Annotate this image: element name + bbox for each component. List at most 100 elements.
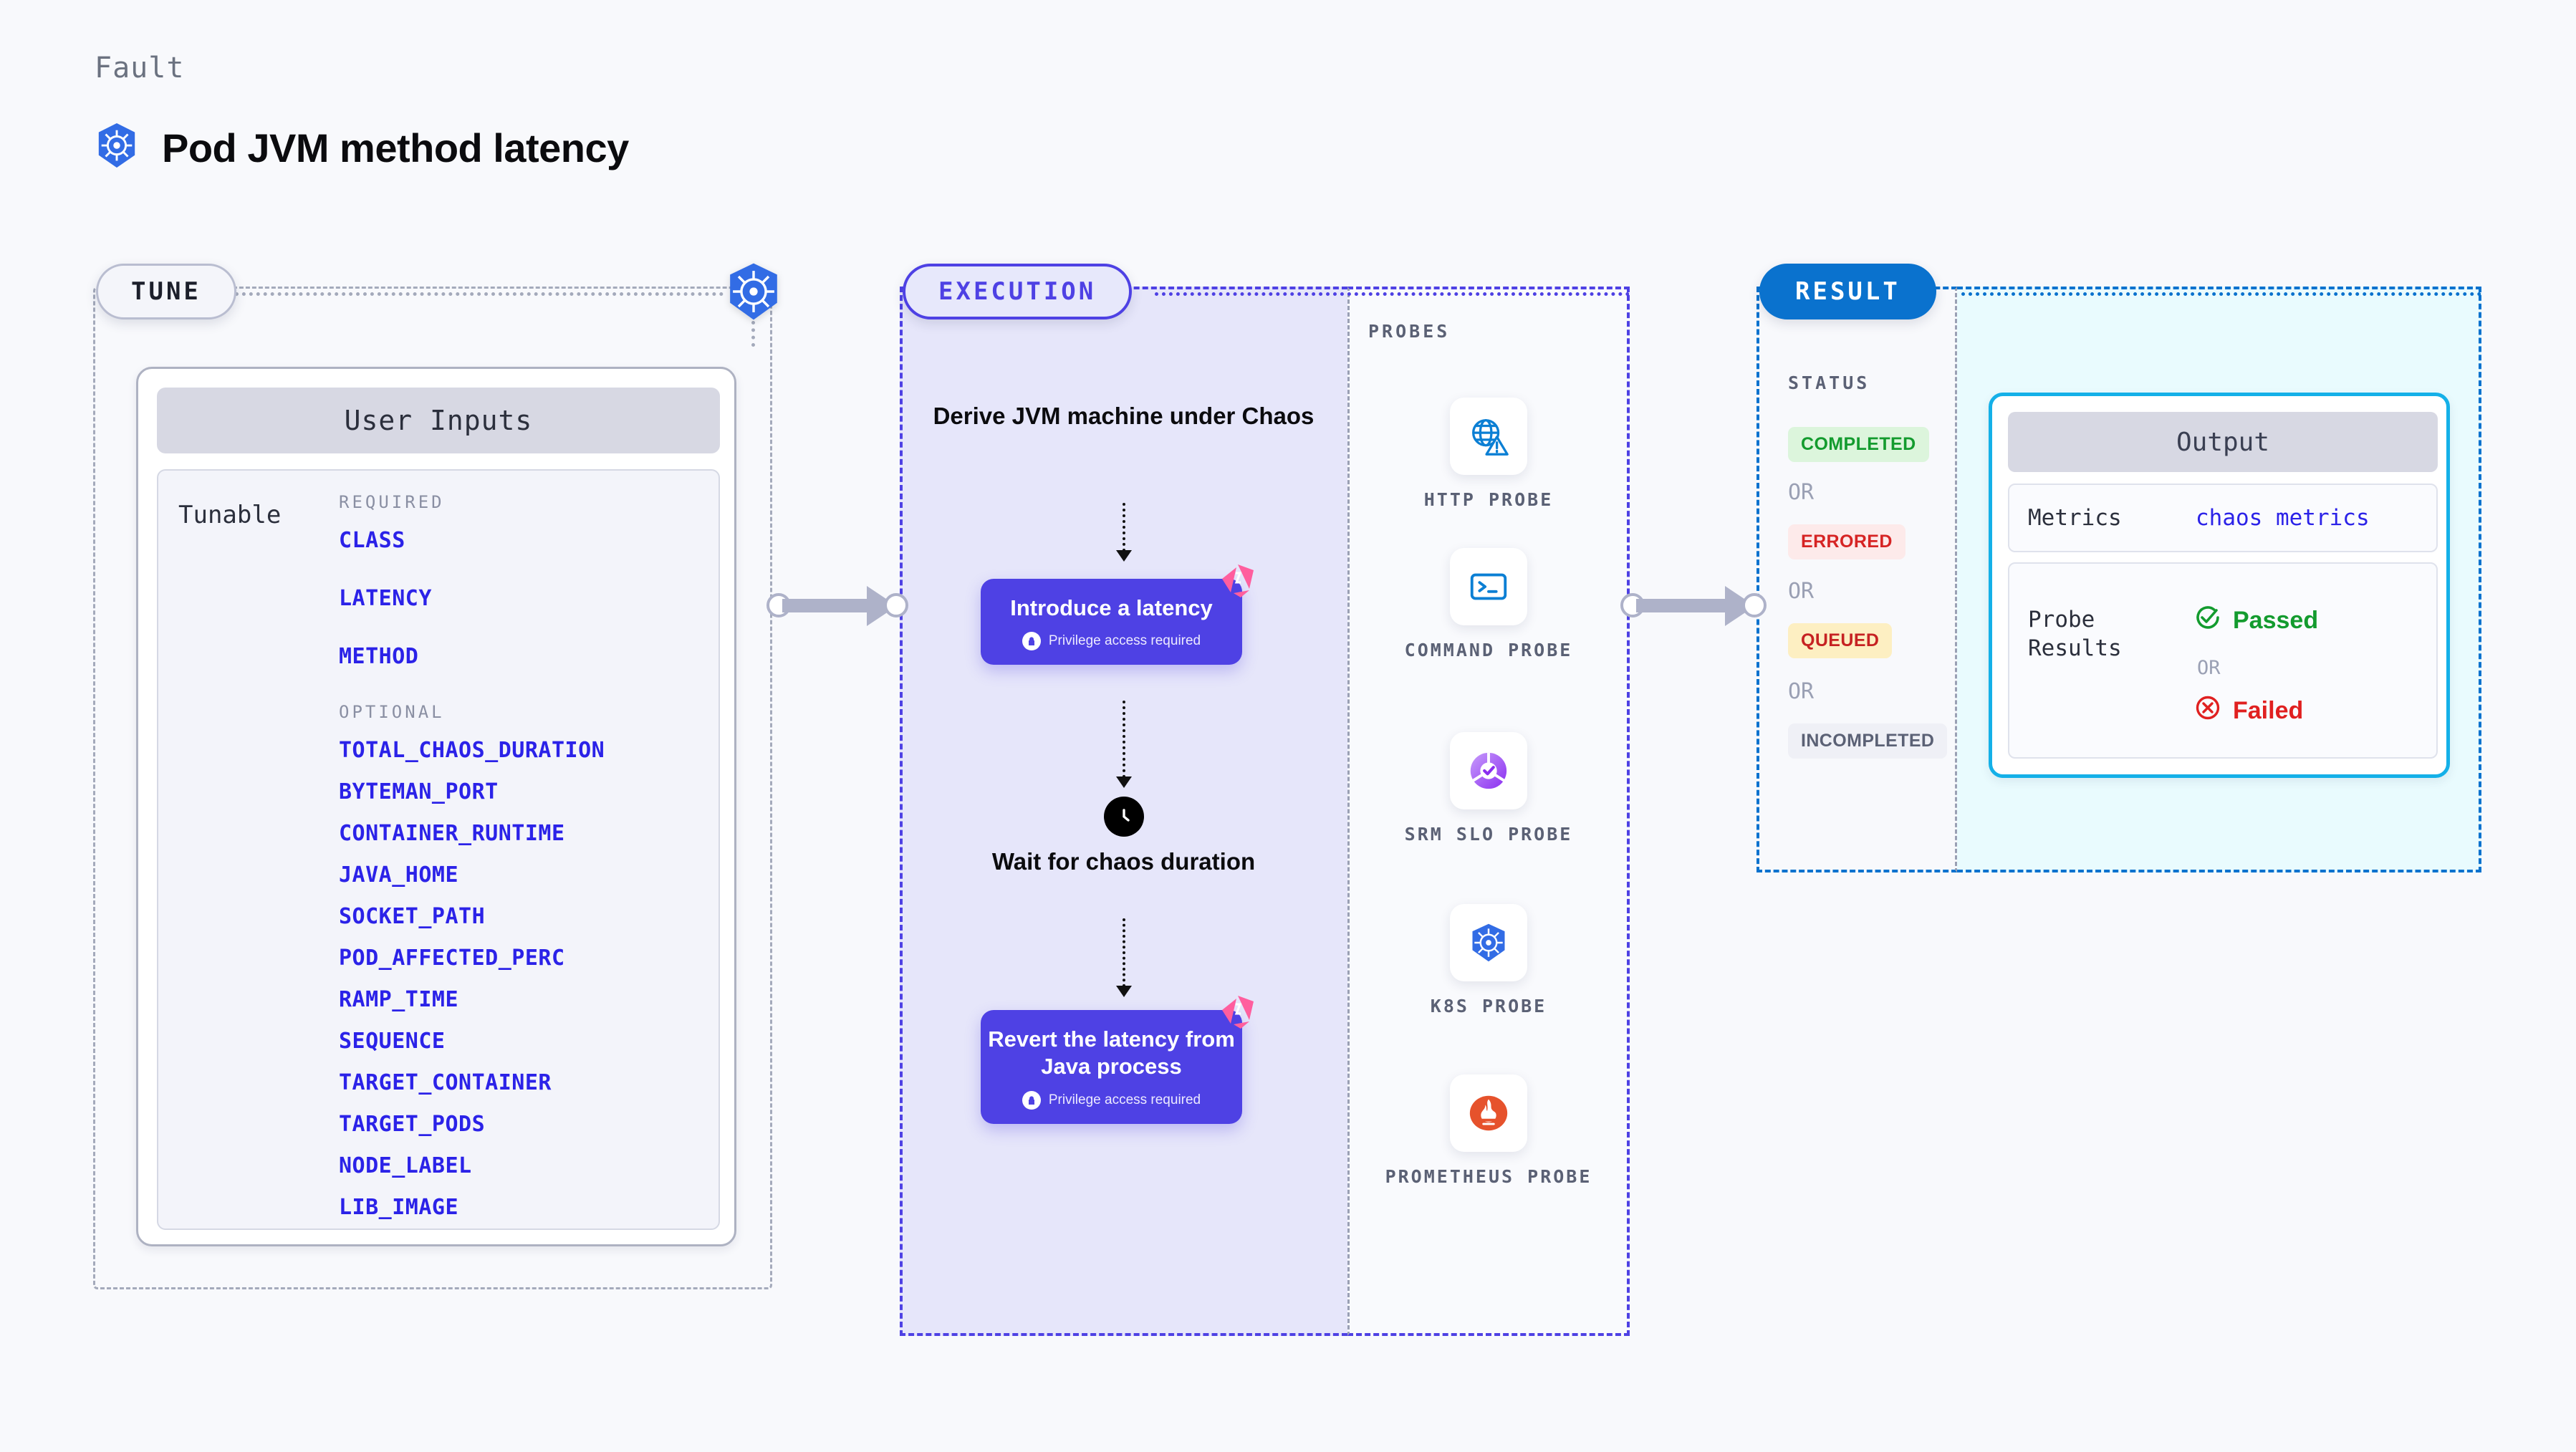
- probe-result-passed: Passed: [2194, 604, 2318, 638]
- lock-icon: [1022, 1090, 1041, 1110]
- optional-param-list: TOTAL_CHAOS_DURATION BYTEMAN_PORT CONTAI…: [339, 738, 711, 1220]
- flow-arrowhead-2: [1115, 777, 1132, 788]
- probe-prometheus[interactable]: PROMETHEUS PROBE: [1347, 1074, 1630, 1189]
- flow-connector-3: [1122, 918, 1125, 987]
- probe-label: PROMETHEUS PROBE: [1385, 1166, 1592, 1187]
- status-badge-completed: COMPLETED: [1788, 427, 1929, 462]
- flow-arrow-execution-to-result: [1620, 586, 1769, 626]
- flow-connector-1: [1122, 503, 1125, 552]
- user-inputs-body: Tunable REQUIRED CLASS LATENCY METHOD OP…: [157, 469, 720, 1230]
- flow-arrowhead-3: [1115, 986, 1132, 997]
- kubernetes-badge-stem: [751, 321, 755, 347]
- probe-label: SRM SLO PROBE: [1404, 824, 1573, 845]
- param-ramp-time[interactable]: RAMP_TIME: [339, 987, 459, 1012]
- output-title: Output: [2008, 412, 2438, 472]
- litmuschaos-icon: [1216, 560, 1258, 602]
- probe-results-key-line2: Results: [2028, 635, 2122, 662]
- flow-step-revert-latency[interactable]: Revert the latency from Java process Pri…: [981, 996, 1254, 1124]
- lock-icon: [1022, 632, 1041, 651]
- clock-icon: [1103, 797, 1144, 837]
- probes-title: PROBES: [1368, 321, 1451, 342]
- result-connector-line: [1961, 292, 2481, 296]
- probe-results-key: Probe Results: [2028, 605, 2122, 663]
- probe-command[interactable]: COMMAND PROBE: [1347, 548, 1630, 663]
- required-param-list: CLASS LATENCY METHOD: [339, 528, 711, 669]
- status-or-1: OR: [1788, 480, 1815, 505]
- status-or-2: OR: [1788, 579, 1815, 604]
- probe-label: COMMAND PROBE: [1404, 640, 1573, 660]
- param-container-runtime[interactable]: CONTAINER_RUNTIME: [339, 821, 565, 846]
- flow-arrow-tune-to-execution: [766, 586, 910, 626]
- step-title: Revert the latency from Java process: [988, 1027, 1235, 1080]
- status-or-3: OR: [1788, 679, 1815, 704]
- param-target-pods[interactable]: TARGET_PODS: [339, 1112, 486, 1137]
- param-total-chaos-duration[interactable]: TOTAL_CHAOS_DURATION: [339, 738, 605, 763]
- kubernetes-icon: [95, 122, 139, 174]
- probe-label: HTTP PROBE: [1423, 489, 1554, 510]
- slo-gauge-icon: [1450, 732, 1527, 809]
- probe-k8s[interactable]: K8S PROBE: [1347, 904, 1630, 1019]
- step-title: Introduce a latency: [1010, 595, 1213, 620]
- param-socket-path[interactable]: SOCKET_PATH: [339, 904, 486, 929]
- status-badge-errored: ERRORED: [1788, 524, 1905, 559]
- output-card: Output Metrics chaos metrics Probe Resul…: [1989, 393, 2450, 778]
- param-node-label[interactable]: NODE_LABEL: [339, 1153, 472, 1178]
- section-pill-tune[interactable]: TUNE: [96, 264, 236, 319]
- flow-step-derive-title: Derive JVM machine under Chaos: [933, 403, 1315, 429]
- probe-result-failed: Failed: [2194, 694, 2303, 728]
- probe-result-passed-label: Passed: [2233, 607, 2319, 634]
- tunable-label: Tunable: [178, 501, 282, 529]
- status-label: STATUS: [1788, 372, 1870, 393]
- execution-flow: Derive JVM machine under Chaos Introduce…: [900, 287, 1347, 1336]
- step-privilege-text: Privilege access required: [1048, 633, 1201, 649]
- param-sequence[interactable]: SEQUENCE: [339, 1029, 446, 1054]
- probe-result-or: OR: [2197, 657, 2221, 679]
- param-latency[interactable]: LATENCY: [339, 586, 432, 611]
- result-section-box: [1756, 287, 1957, 872]
- section-pill-result[interactable]: RESULT: [1759, 264, 1936, 319]
- probe-results-key-line1: Probe: [2028, 607, 2095, 633]
- execution-connector-line: [1155, 292, 1630, 296]
- status-badge-queued: QUEUED: [1788, 623, 1893, 658]
- status-badge-incompleted: INCOMPLETED: [1788, 723, 1948, 759]
- flow-step-wait-title: Wait for chaos duration: [991, 848, 1256, 875]
- flow-step-introduce-latency[interactable]: Introduce a latency Privilege access req…: [981, 564, 1254, 665]
- user-inputs-card: User Inputs Tunable REQUIRED CLASS LATEN…: [136, 367, 736, 1246]
- step-privilege-text: Privilege access required: [1048, 1092, 1201, 1107]
- step-privilege-note: Privilege access required: [988, 632, 1235, 651]
- probe-http[interactable]: HTTP PROBE: [1347, 398, 1630, 512]
- tune-connector-line: [228, 292, 724, 296]
- page-kicker: Fault: [95, 52, 185, 85]
- probe-srm-slo[interactable]: SRM SLO PROBE: [1347, 732, 1630, 847]
- param-pod-affected-perc[interactable]: POD_AFFECTED_PERC: [339, 946, 565, 971]
- prometheus-icon: [1450, 1074, 1527, 1152]
- page-title: Pod JVM method latency: [162, 125, 629, 170]
- param-target-container[interactable]: TARGET_CONTAINER: [339, 1070, 552, 1095]
- flow-arrowhead-1: [1115, 550, 1132, 562]
- metrics-value[interactable]: chaos metrics: [2196, 505, 2370, 531]
- x-circle-icon: [2194, 694, 2221, 728]
- terminal-icon: [1450, 548, 1527, 625]
- param-lib-image[interactable]: LIB_IMAGE: [339, 1195, 459, 1220]
- param-java-home[interactable]: JAVA_HOME: [339, 862, 459, 888]
- param-class[interactable]: CLASS: [339, 528, 405, 553]
- optional-group-label: OPTIONAL: [339, 702, 445, 722]
- parameter-column: REQUIRED CLASS LATENCY METHOD OPTIONAL T…: [339, 492, 711, 1236]
- probe-label: K8S PROBE: [1430, 996, 1547, 1016]
- section-pill-execution[interactable]: EXECUTION: [903, 264, 1133, 319]
- param-byteman-port[interactable]: BYTEMAN_PORT: [339, 779, 499, 804]
- globe-warning-icon: [1450, 398, 1527, 475]
- step-privilege-note: Privilege access required: [988, 1090, 1235, 1110]
- flow-connector-2: [1122, 701, 1125, 778]
- kubernetes-icon: [1450, 904, 1527, 981]
- tune-section-box: [93, 287, 772, 1289]
- kubernetes-badge-icon: [724, 261, 784, 322]
- user-inputs-title: User Inputs: [157, 388, 720, 453]
- required-group-label: REQUIRED: [339, 492, 445, 512]
- output-row-metrics: Metrics chaos metrics: [2008, 484, 2438, 552]
- metrics-key: Metrics: [2028, 504, 2122, 531]
- check-circle-icon: [2194, 604, 2221, 638]
- param-method[interactable]: METHOD: [339, 644, 419, 669]
- output-row-probe-results: Probe Results Passed OR: [2008, 562, 2438, 759]
